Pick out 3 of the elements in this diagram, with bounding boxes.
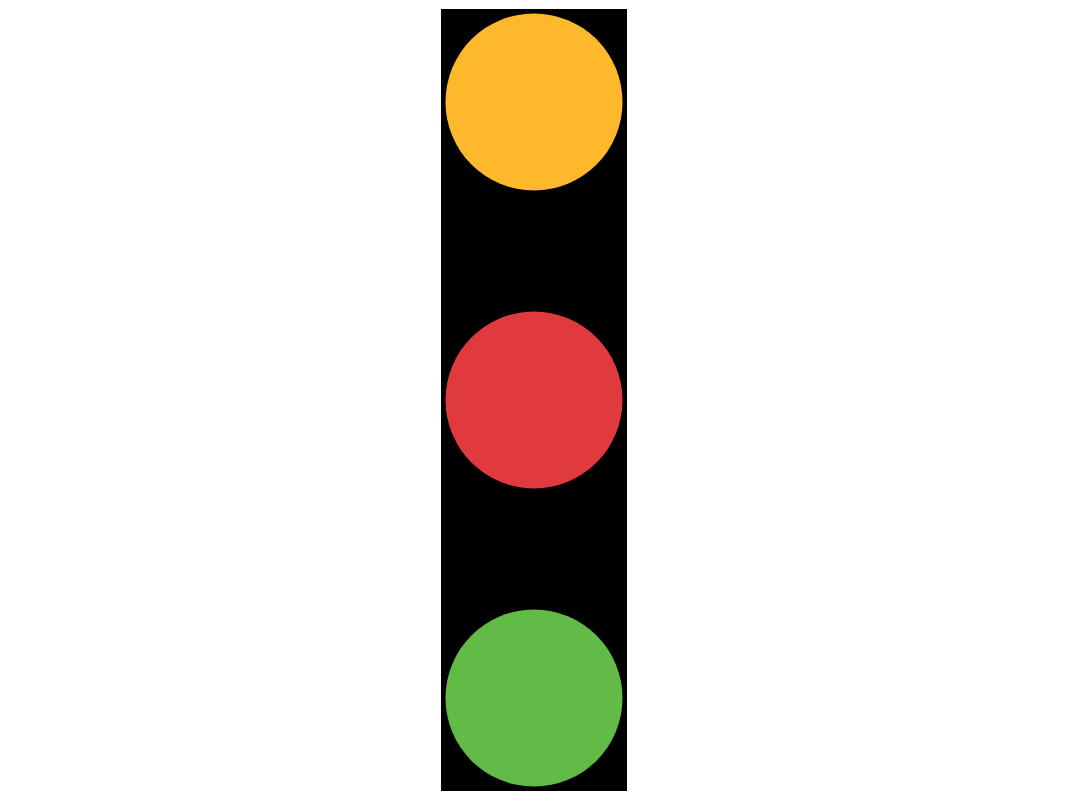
node-circle (445, 311, 623, 489)
node-circle (445, 13, 623, 191)
node-circle (445, 609, 623, 787)
